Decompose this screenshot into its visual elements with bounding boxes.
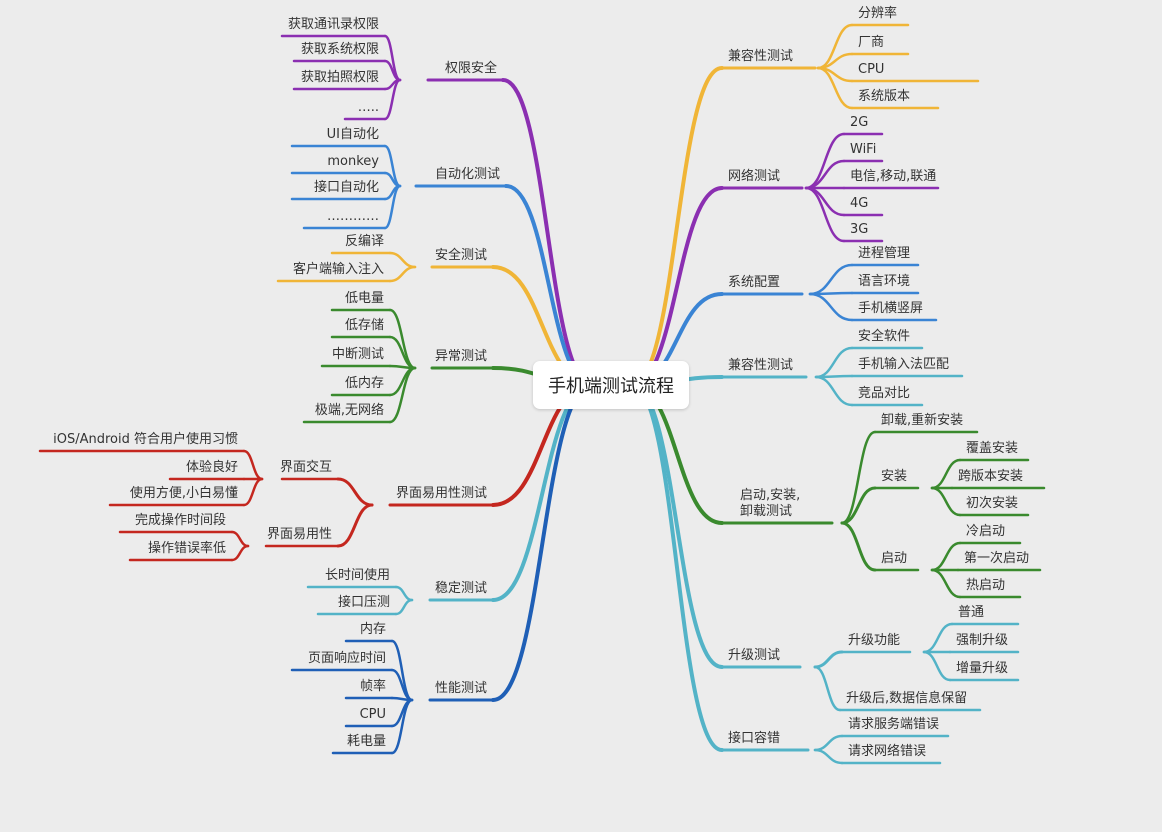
leaf-label[interactable]: 内存 (359, 622, 386, 637)
leaf-connector (383, 78, 402, 121)
leaf-label[interactable]: 获取通讯录权限 (287, 17, 379, 32)
leaf-label[interactable]: iOS/Android 符合用户使用习惯 (53, 432, 238, 447)
leaf-label[interactable]: 强制升级 (956, 633, 1009, 648)
leaf-label[interactable]: ………… (327, 209, 379, 224)
leaf-connector (394, 598, 414, 616)
leaf-label[interactable]: 请求服务端错误 (848, 717, 940, 732)
leaf-label[interactable]: 初次安装 (966, 496, 1019, 511)
branch-label[interactable]: 启动,安装,卸载测试 (740, 488, 801, 519)
leaf-label[interactable]: 客户端输入注入 (292, 262, 384, 277)
sub-branch-label[interactable]: 启动 (881, 551, 908, 566)
leaf-connector (816, 66, 854, 110)
leaf-label[interactable]: 低存储 (344, 318, 384, 333)
branch-label[interactable]: 接口容错 (728, 731, 781, 746)
leaf-label[interactable]: 接口压测 (337, 595, 390, 610)
leaf-label[interactable]: 跨版本安装 (958, 469, 1024, 484)
leaf-connector (930, 486, 962, 517)
leaf-label[interactable]: 体验良好 (185, 460, 238, 475)
leaf-label[interactable]: 升级后,数据信息保留 (846, 691, 968, 706)
branch-label[interactable]: 界面易用性测试 (395, 486, 487, 501)
leaf-label[interactable]: 手机横竖屏 (858, 301, 924, 316)
leaf-label[interactable]: 卸载,重新安装 (881, 413, 964, 428)
branch-label[interactable]: 升级测试 (728, 648, 781, 663)
leaf-label[interactable]: 冷启动 (966, 524, 1006, 539)
sub-connector (336, 503, 374, 548)
branch-label[interactable]: 稳定测试 (434, 581, 487, 596)
leaf-label[interactable]: 耗电量 (346, 734, 386, 749)
leaf-label[interactable]: 帧率 (359, 679, 386, 694)
sub-branch-label[interactable]: 升级功能 (848, 633, 901, 648)
branch-label[interactable]: 异常测试 (434, 349, 487, 364)
leaf-connector (808, 292, 854, 322)
leaf-connector (814, 375, 854, 407)
branch-label[interactable]: 系统配置 (728, 275, 781, 290)
branch-label[interactable]: 自动化测试 (434, 167, 500, 182)
leaf-connector (813, 748, 844, 765)
branch-label[interactable]: 兼容性测试 (728, 49, 794, 64)
branch-label[interactable]: 权限安全 (444, 61, 497, 76)
leaf-label[interactable]: 系统版本 (858, 89, 911, 104)
leaf-connector (388, 265, 417, 283)
leaf-label[interactable]: 进程管理 (858, 246, 911, 261)
leaf-label[interactable]: 获取系统权限 (300, 42, 379, 57)
leaf-label[interactable]: 竞品对比 (858, 386, 911, 401)
leaf-label[interactable]: 增量升级 (956, 661, 1009, 676)
leaf-label[interactable]: 请求网络错误 (848, 744, 927, 759)
leaf-label[interactable]: 安全软件 (858, 329, 911, 344)
leaf-label[interactable]: 操作错误率低 (147, 541, 226, 556)
leaf-label[interactable]: 反编译 (344, 234, 384, 249)
leaf-connector (230, 544, 250, 562)
leaf-connector (930, 568, 962, 599)
sub-branch-label[interactable]: 界面交互 (279, 460, 332, 475)
leaf-label[interactable]: 低电量 (344, 291, 384, 306)
leaf-connector (390, 698, 414, 755)
sub-branch-label[interactable]: 界面易用性 (266, 527, 332, 542)
sub-connector (840, 486, 877, 525)
branch-label[interactable]: 兼容性测试 (728, 358, 794, 373)
leaf-connector (388, 366, 417, 424)
branch-label[interactable]: 网络测试 (728, 169, 781, 184)
leaf-label[interactable]: 使用方便,小白易懂 (129, 486, 238, 501)
leaf-connector (922, 650, 952, 682)
leaf-label[interactable]: 4G (850, 196, 869, 211)
root-node[interactable]: 手机端测试流程 (533, 361, 689, 409)
leaf-label[interactable]: UI自动化 (326, 127, 379, 142)
sub-connector (840, 521, 877, 572)
leaf-label[interactable]: 电信,移动,联通 (850, 169, 937, 184)
leaf-connector (840, 430, 877, 525)
branch-label[interactable]: 安全测试 (434, 248, 487, 263)
leaf-label[interactable]: 厂商 (858, 35, 885, 50)
leaf-label[interactable]: 接口自动化 (313, 180, 379, 195)
sub-branch-label[interactable]: 安装 (881, 469, 908, 484)
leaf-label[interactable]: 热启动 (966, 578, 1006, 593)
leaf-label[interactable]: 长时间使用 (324, 568, 390, 583)
leaf-label[interactable]: 2G (850, 115, 869, 130)
leaf-label[interactable]: 3G (850, 222, 869, 237)
leaf-label[interactable]: 完成操作时间段 (134, 513, 226, 528)
leaf-label[interactable]: 页面响应时间 (307, 651, 386, 666)
leaf-label[interactable]: 中断测试 (331, 347, 384, 362)
leaf-label[interactable]: 覆盖安装 (966, 441, 1019, 456)
leaf-connector (804, 186, 846, 243)
branch-label[interactable]: 性能测试 (434, 681, 487, 696)
leaf-label[interactable]: 获取拍照权限 (300, 70, 379, 85)
leaf-label[interactable]: ….. (357, 100, 379, 115)
leaf-label[interactable]: CPU (359, 707, 386, 722)
leaf-label[interactable]: monkey (327, 154, 379, 169)
leaf-label[interactable]: CPU (858, 62, 885, 77)
leaf-connector (242, 477, 264, 507)
leaf-label[interactable]: 手机输入法匹配 (858, 357, 950, 372)
leaf-label[interactable]: 低内存 (344, 376, 384, 391)
leaf-label[interactable]: 极端,无网络 (314, 403, 384, 418)
leaf-label[interactable]: 第一次启动 (964, 551, 1030, 566)
leaf-label[interactable]: 普通 (958, 605, 985, 620)
leaf-label[interactable]: 分辨率 (858, 6, 898, 21)
leaf-connector (383, 184, 402, 230)
leaf-connector (813, 665, 842, 712)
leaf-label[interactable]: WiFi (850, 142, 877, 157)
leaf-label[interactable]: 语言环境 (858, 274, 911, 289)
